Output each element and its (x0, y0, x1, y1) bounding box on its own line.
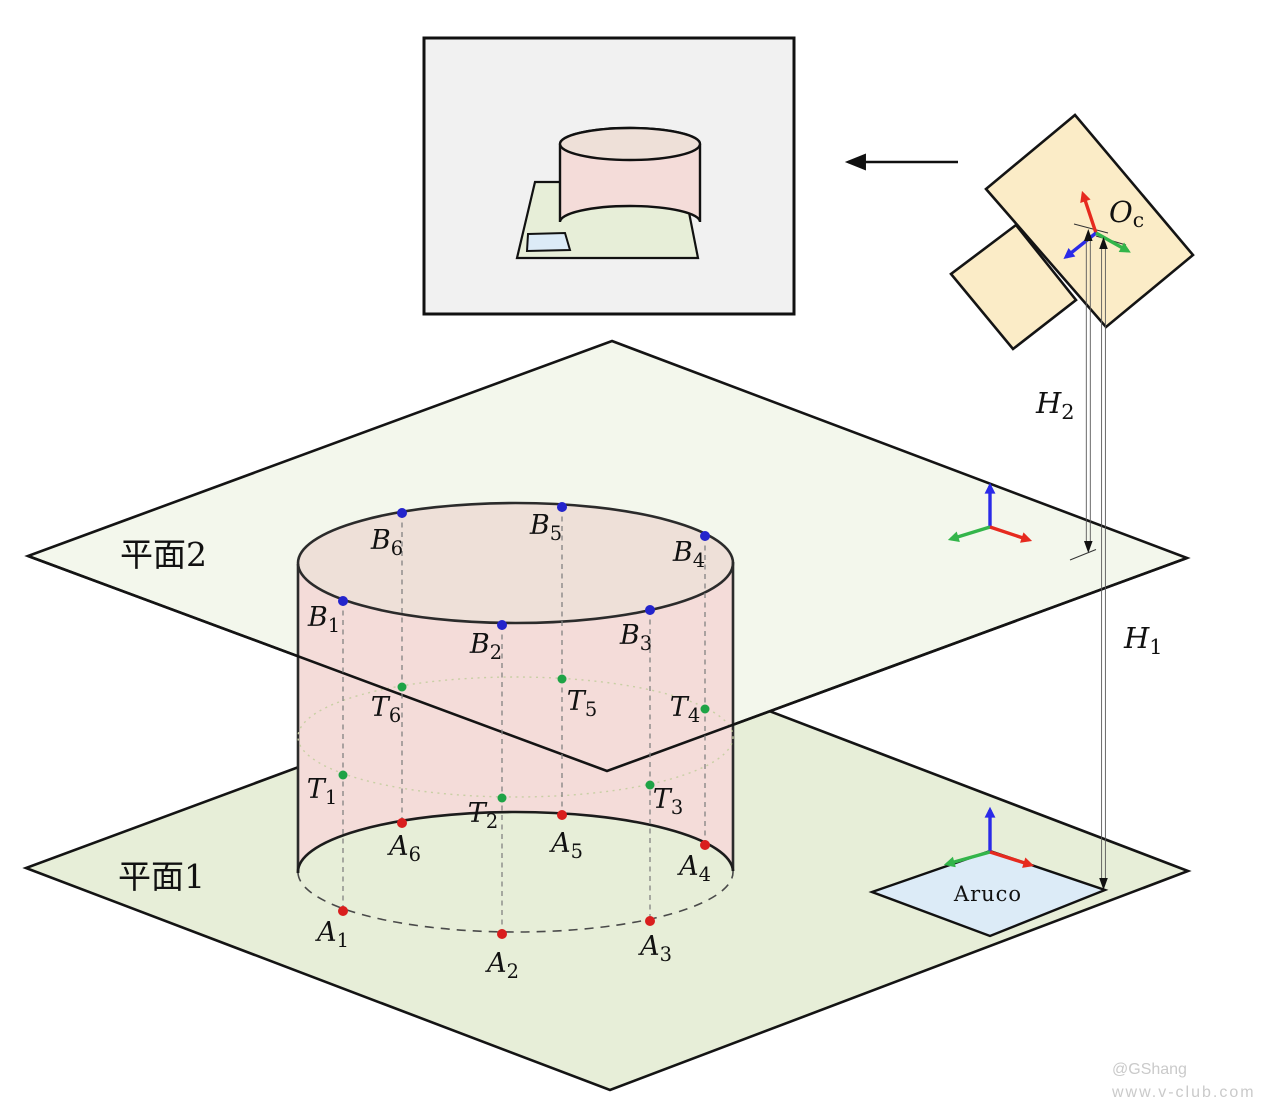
point-T1 (338, 770, 348, 780)
plane2-axes (947, 482, 1033, 543)
measurements-group: H2 H1 (1035, 229, 1163, 890)
point-A1 (338, 906, 348, 916)
point-T2 (497, 793, 507, 803)
point-B5 (557, 502, 567, 512)
h1-down-arrowhead (1099, 878, 1108, 890)
point-T6 (397, 682, 407, 692)
point-B4 (700, 531, 710, 541)
point-label-T3: T3 (653, 784, 683, 819)
point-label-A5: A5 (548, 828, 583, 863)
aruco-axes (943, 806, 1035, 868)
h1-label: H1 (1123, 621, 1163, 659)
point-label-A1: A1 (314, 917, 349, 952)
plane2-arrival-tick (1069, 549, 1097, 561)
point-label-B5: B5 (529, 510, 562, 545)
point-label-B3: B3 (619, 620, 652, 655)
camera-view-inset (422, 36, 796, 316)
plane2-x-axis (989, 525, 1033, 543)
point-label-A6: A6 (386, 831, 421, 866)
point-label-T6: T6 (371, 692, 401, 727)
watermark-line2: www.v-club.com (1111, 1084, 1256, 1101)
point-A3 (645, 916, 655, 926)
point-label-T2: T2 (468, 798, 498, 833)
point-B3 (645, 605, 655, 615)
t-circle-dotted-ellipse (297, 676, 734, 798)
camera-y-axis (1095, 231, 1131, 253)
cylinder-bottom-back-arc (297, 870, 734, 933)
point-label-B4: B4 (672, 537, 705, 572)
point-label-B1: B1 (307, 602, 340, 637)
h2-down-arrowhead (1084, 541, 1093, 553)
point-T5 (557, 674, 567, 684)
aruco-label: Aruco (953, 882, 1022, 906)
point-B6 (397, 508, 407, 518)
point-A6 (397, 818, 407, 828)
point-A5 (557, 810, 567, 820)
point-T3 (645, 780, 655, 790)
point-label-A3: A3 (637, 931, 672, 966)
inset-aruco-marker (525, 231, 572, 253)
cylinder-top-ellipse (296, 501, 735, 625)
camera-board-small (949, 223, 1078, 351)
point-label-A2: A2 (484, 948, 519, 983)
point-B1 (338, 596, 348, 606)
plane2-front-edges (27, 554, 1188, 773)
guides-layer (342, 507, 706, 934)
camera-origin-tick-1 (1073, 223, 1109, 234)
h1-up-arrowhead (1099, 237, 1108, 249)
point-A2 (497, 929, 507, 939)
aruco-y-axis (943, 850, 991, 868)
watermark: @GShang www.v-club.com (1111, 1061, 1256, 1101)
point-A4 (700, 840, 710, 850)
point-label-T4: T4 (670, 692, 700, 727)
camera-x-axis (1080, 190, 1098, 234)
plane2-label: 平面2 (120, 535, 207, 574)
camera-origin-label: Oc (1109, 195, 1144, 232)
point-label-B2: B2 (469, 629, 502, 664)
plane2-y-axis (947, 525, 991, 542)
point-T4 (700, 704, 710, 714)
h2-label: H2 (1035, 386, 1075, 424)
camera-group: Oc (949, 113, 1195, 351)
plane1-label: 平面1 (118, 857, 205, 896)
aruco-x-axis (989, 850, 1035, 868)
point-label-B6: B6 (370, 525, 403, 560)
point-label-T5: T5 (567, 686, 597, 721)
point-label-A4: A4 (676, 851, 711, 886)
point-B2 (497, 620, 507, 630)
watermark-line1: @GShang (1112, 1061, 1187, 1078)
point-label-T1: T1 (307, 774, 337, 809)
h2-up-arrowhead (1084, 229, 1093, 241)
camera-board-large (984, 113, 1195, 329)
inset-cylinder-top (558, 126, 702, 162)
